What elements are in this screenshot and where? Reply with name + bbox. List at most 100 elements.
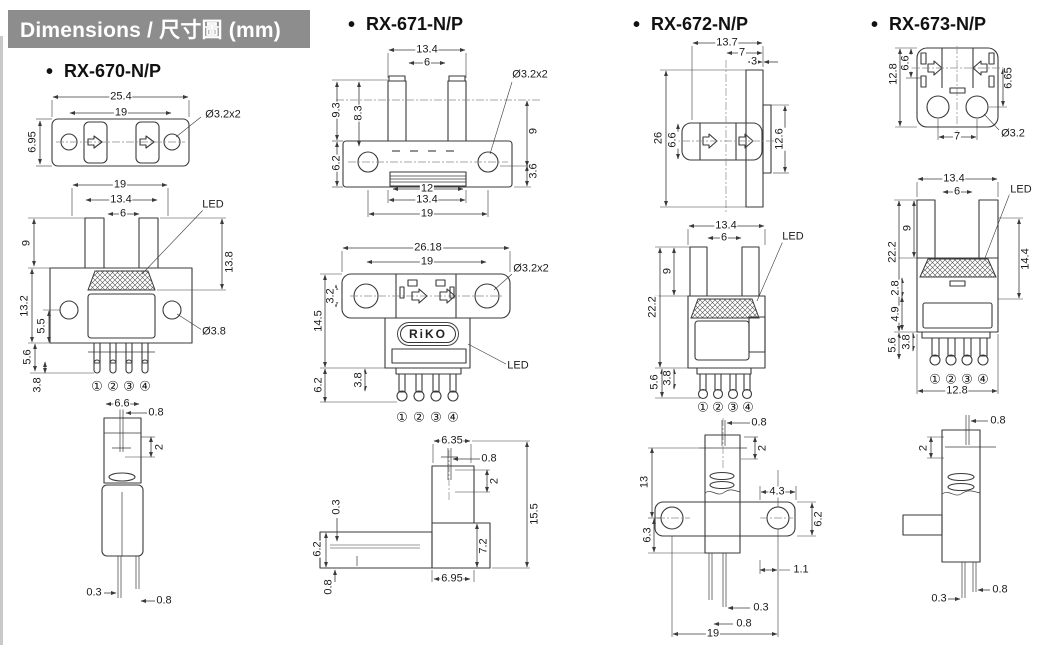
dim-label: 8.3 bbox=[352, 104, 365, 122]
dim-label: 6.3 bbox=[641, 526, 654, 544]
model-title-text: RX-671-N/P bbox=[366, 14, 464, 34]
rx672-top-view-drawing bbox=[660, 41, 789, 212]
dim-label: 0.8 bbox=[322, 578, 335, 596]
dim-label: 6.6 bbox=[666, 131, 679, 149]
dim-label: 7 bbox=[737, 46, 747, 59]
dim-label: 0.8 bbox=[989, 414, 1007, 427]
rx670-top-view-drawing bbox=[36, 95, 202, 167]
dim-label: 4.9 bbox=[889, 305, 902, 323]
dim-label: 6.6 bbox=[899, 54, 912, 72]
model-title-text: RX-672-N/P bbox=[651, 14, 749, 34]
model-title-text: RX-670-N/P bbox=[64, 61, 162, 81]
dim-label: 0.3 bbox=[930, 592, 948, 605]
dim-label: 5.5 bbox=[35, 317, 48, 335]
rx673-side-view-drawing bbox=[902, 415, 996, 601]
dim-label: 0.8 bbox=[480, 452, 498, 465]
rx673-top-view-drawing bbox=[895, 46, 1007, 140]
pin-number: ④ bbox=[139, 378, 151, 394]
dim-label: 13.4 bbox=[109, 193, 133, 206]
dim-label: 6.2 bbox=[311, 540, 324, 558]
dim-label: 26.18 bbox=[413, 241, 443, 254]
pin-number: ② bbox=[107, 378, 119, 394]
model-title-rx672: •RX-672-N/P bbox=[633, 14, 748, 35]
dim-label: 13.8 bbox=[223, 250, 236, 274]
dim-label: 2 bbox=[917, 443, 930, 453]
dim-label: 22.2 bbox=[886, 240, 899, 264]
dim-label: 6.2 bbox=[812, 510, 825, 528]
pin-number: ① bbox=[929, 371, 941, 387]
pin-number: ④ bbox=[447, 409, 459, 425]
dim-label: 6 bbox=[952, 185, 962, 198]
dim-label: 13.4 bbox=[942, 172, 966, 185]
dim-label: 9 bbox=[901, 223, 914, 233]
bullet-icon: • bbox=[46, 60, 54, 83]
dim-label: 7.2 bbox=[477, 537, 490, 555]
dim-label: 3.8 bbox=[661, 369, 674, 387]
dim-label: 13.4 bbox=[714, 219, 738, 232]
dim-label: 0.3 bbox=[330, 498, 343, 516]
dim-label: 19 bbox=[419, 207, 435, 220]
dim-label: 19 bbox=[419, 255, 435, 268]
dim-label: 25.4 bbox=[109, 90, 133, 103]
dim-label: 14.5 bbox=[312, 309, 325, 333]
dim-label: 4.3 bbox=[768, 485, 786, 498]
dim-label: 5.6 bbox=[886, 336, 899, 354]
dim-label: 13.7 bbox=[715, 36, 739, 49]
dim-label: 12.6 bbox=[773, 127, 786, 151]
dim-label: 12.8 bbox=[887, 62, 900, 86]
dim-label: 3.6 bbox=[527, 162, 540, 180]
model-title-rx673: •RX-673-N/P bbox=[871, 14, 986, 35]
led-label: LED bbox=[781, 230, 805, 243]
dim-label: 2 bbox=[488, 476, 501, 486]
dim-label: 14.4 bbox=[1019, 247, 1032, 271]
dim-label: 1.1 bbox=[792, 563, 810, 576]
dim-label: 2 bbox=[756, 443, 769, 453]
rx673-front-view-drawing bbox=[894, 177, 1023, 394]
pin-number: ① bbox=[697, 399, 709, 415]
dim-label: 3.8 bbox=[352, 371, 365, 389]
dim-label: 3.8 bbox=[900, 333, 913, 351]
dim-label: 12 bbox=[419, 182, 435, 195]
dim-label: 0.8 bbox=[750, 416, 768, 429]
hole-label: Ø3.2x2 bbox=[204, 108, 242, 121]
pin-number: ② bbox=[413, 409, 425, 425]
dim-label: 9 bbox=[20, 238, 33, 248]
dim-label: 19 bbox=[112, 178, 128, 191]
dim-label: 6.2 bbox=[330, 154, 343, 172]
dim-label: 2.8 bbox=[889, 279, 902, 297]
led-label: LED bbox=[506, 359, 530, 372]
dim-label: 6.95 bbox=[440, 572, 464, 585]
model-title-rx670: • RX-670-N/P bbox=[46, 61, 161, 82]
dim-label: 5.6 bbox=[648, 373, 661, 391]
dim-label: 22.2 bbox=[646, 295, 659, 319]
hole-label: Ø3.8 bbox=[201, 325, 227, 338]
dim-label: 9 bbox=[661, 266, 674, 276]
pin-number: ② bbox=[945, 371, 957, 387]
dim-label: 6 bbox=[719, 231, 729, 244]
pin-number: ③ bbox=[727, 399, 739, 415]
dim-label: 6.65 bbox=[1002, 66, 1015, 90]
dim-label: 6 bbox=[118, 207, 128, 220]
rx670-side-view-drawing bbox=[101, 402, 155, 603]
dim-label: 15.5 bbox=[528, 502, 541, 526]
dim-label: 6.2 bbox=[312, 376, 325, 394]
dim-label: 13 bbox=[638, 474, 651, 490]
hole-label: Ø3.2x2 bbox=[511, 68, 549, 81]
riko-logo: RiKO bbox=[400, 325, 456, 343]
section-header: Dimensions / 尺寸圖 (mm) bbox=[8, 10, 310, 48]
dim-label: 9 bbox=[527, 126, 540, 136]
bullet-icon: • bbox=[348, 13, 356, 36]
dim-label: 0.8 bbox=[991, 583, 1009, 596]
pin-number: ③ bbox=[430, 409, 442, 425]
dim-label: 9.3 bbox=[330, 101, 343, 119]
rx671-side-view-drawing bbox=[319, 439, 530, 582]
model-title-rx671: • RX-671-N/P bbox=[348, 14, 463, 35]
dim-label: 13.4 bbox=[415, 43, 439, 56]
dim-label: 0.3 bbox=[85, 586, 103, 599]
pin-number: ① bbox=[396, 409, 408, 425]
dim-label: 3.2 bbox=[324, 287, 337, 305]
bullet-icon: • bbox=[871, 13, 879, 36]
pin-number: ④ bbox=[742, 399, 754, 415]
